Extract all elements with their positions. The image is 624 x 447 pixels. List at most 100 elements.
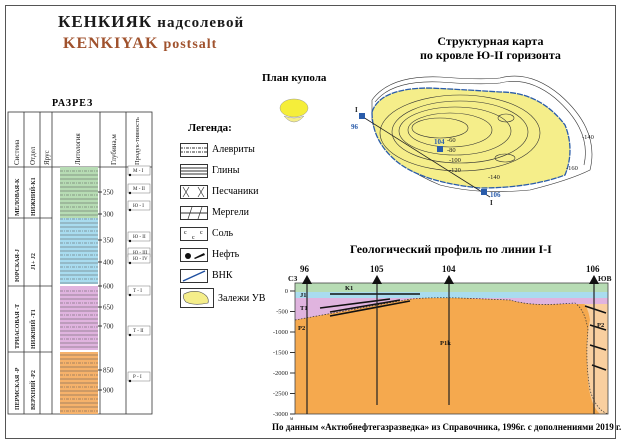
svg-text:c: c [184, 230, 187, 236]
svg-text:I: I [355, 106, 358, 114]
section-title: РАЗРЕЗ [52, 98, 94, 109]
title-en-sub: postsalt [163, 37, 218, 52]
marl-pattern-icon [180, 205, 208, 220]
y-tick-label: -500 [276, 309, 288, 316]
depth-label: 300 [103, 211, 114, 219]
productive-horizon: Ю - II [133, 235, 146, 240]
system-cretaceous: МЕЛОВАЯ-К [15, 178, 21, 216]
legend-item-oil: Нефть [180, 244, 280, 265]
title-en-main: KENKIYAK [63, 35, 159, 52]
svg-text:-140: -140 [582, 134, 594, 141]
productive-horizon: М - II [133, 187, 145, 192]
footer-source: По данным «Актюбнефтегазразведка» из Спр… [272, 422, 622, 432]
y-tick-label: -2500 [273, 391, 288, 398]
legend-title: Легенда: [188, 122, 232, 134]
productive-horizon: М - I [133, 169, 144, 174]
legend: Легенда: Алевриты Глины Песчаники Мергел… [180, 122, 280, 310]
svg-text:K1: K1 [345, 285, 353, 292]
title-en: KENKIYAK postsalt [63, 35, 217, 53]
y-tick-label: -3000 [273, 411, 288, 418]
map-well-106 [481, 189, 487, 195]
header-series: Отдел [29, 146, 37, 165]
owc-line-icon [180, 268, 208, 283]
svg-text:-120: -120 [449, 167, 461, 174]
header-stage: Ярус [43, 150, 51, 165]
svg-text:-140: -140 [488, 174, 500, 181]
depth-label: 350 [103, 237, 114, 245]
map-well-104 [437, 146, 443, 152]
svg-text:c: c [200, 230, 203, 236]
header-system: Система [13, 139, 21, 165]
productive-horizon: Т - I [133, 289, 142, 294]
legend-item-marl: Мергели [180, 202, 280, 223]
direction-se: ЮВ [598, 274, 611, 283]
y-tick-label: -1000 [273, 329, 288, 336]
series-p2: ВЕРХНИЙ -Р2 [29, 370, 37, 410]
well-label-106: 106 [586, 264, 600, 274]
svg-text:-100: -100 [449, 157, 461, 164]
svg-text:P2: P2 [597, 322, 604, 329]
well-label-96: 96 [300, 264, 310, 274]
system-permian: ПЕРМСКАЯ -Р [15, 367, 21, 410]
y-tick-label: 0 [285, 288, 288, 295]
y-tick-label: -1500 [273, 350, 288, 357]
well-104-marker-icon [444, 275, 454, 284]
direction-nw: СЗ [288, 274, 297, 283]
header-depth: Глубина,м [110, 134, 118, 165]
y-tick-label: -2000 [273, 370, 288, 377]
jurassic-layer [295, 292, 608, 298]
well-105-marker-icon [372, 275, 382, 284]
legend-item-deposit: Залежи УВ [180, 286, 280, 310]
svg-text:J1: J1 [300, 292, 307, 299]
productive-horizon: Т - II [133, 329, 144, 334]
siltstone-pattern-icon [180, 142, 208, 157]
svg-text:104: 104 [434, 138, 445, 146]
depth-label: 900 [103, 387, 114, 395]
cretaceous-layer [295, 283, 608, 292]
depth-label: 250 [103, 189, 114, 197]
legend-item-owc: ВНК [180, 265, 280, 286]
svg-text:-60: -60 [447, 137, 456, 144]
svg-text:P1k: P1k [440, 340, 451, 347]
clay-pattern-icon [180, 163, 208, 178]
title-ru-sub: надсолевой [157, 15, 245, 31]
svg-text:P2: P2 [298, 325, 305, 332]
depth-label: 600 [103, 283, 114, 291]
svg-text:106: 106 [490, 191, 501, 199]
legend-item-siltstone: Алевриты [180, 139, 280, 160]
svg-text:-80: -80 [447, 147, 456, 154]
deposit-icon [180, 288, 214, 308]
sandstone-pattern-icon [180, 184, 208, 199]
header-productivity: Продук-тивность [134, 117, 141, 165]
depth-label: 700 [103, 323, 114, 331]
dome-plan [279, 98, 309, 123]
productive-horizon: Ю - IV [133, 257, 148, 262]
oil-icon [180, 247, 208, 262]
header-lithology: Литология [74, 133, 82, 165]
frame [5, 5, 616, 439]
legend-item-sandstone: Песчаники [180, 181, 280, 202]
well-label-105: 105 [370, 264, 384, 274]
series-j: J1+ J2 [31, 253, 37, 270]
svg-text:c: c [192, 235, 195, 241]
well-label-104: 104 [442, 264, 456, 274]
well-106-marker-icon [589, 275, 599, 284]
plan-title: План купола [262, 72, 327, 84]
profile-title: Геологический профиль по линии I-I [350, 242, 552, 256]
title-ru: КЕНКИЯК надсолевой [58, 12, 244, 32]
title-ru-main: КЕНКИЯК [58, 12, 153, 31]
triassic-layer [295, 297, 608, 320]
svg-text:T1: T1 [300, 305, 308, 312]
depth-label: 400 [103, 259, 114, 267]
system-jurassic: ЮРСКАЯ-J [15, 249, 21, 282]
depth-label: 650 [103, 304, 114, 312]
legend-item-clay: Глины [180, 160, 280, 181]
productive-horizon: Р - I [133, 375, 142, 380]
litho-triassic [60, 286, 98, 350]
litho-cretaceous [60, 167, 98, 218]
